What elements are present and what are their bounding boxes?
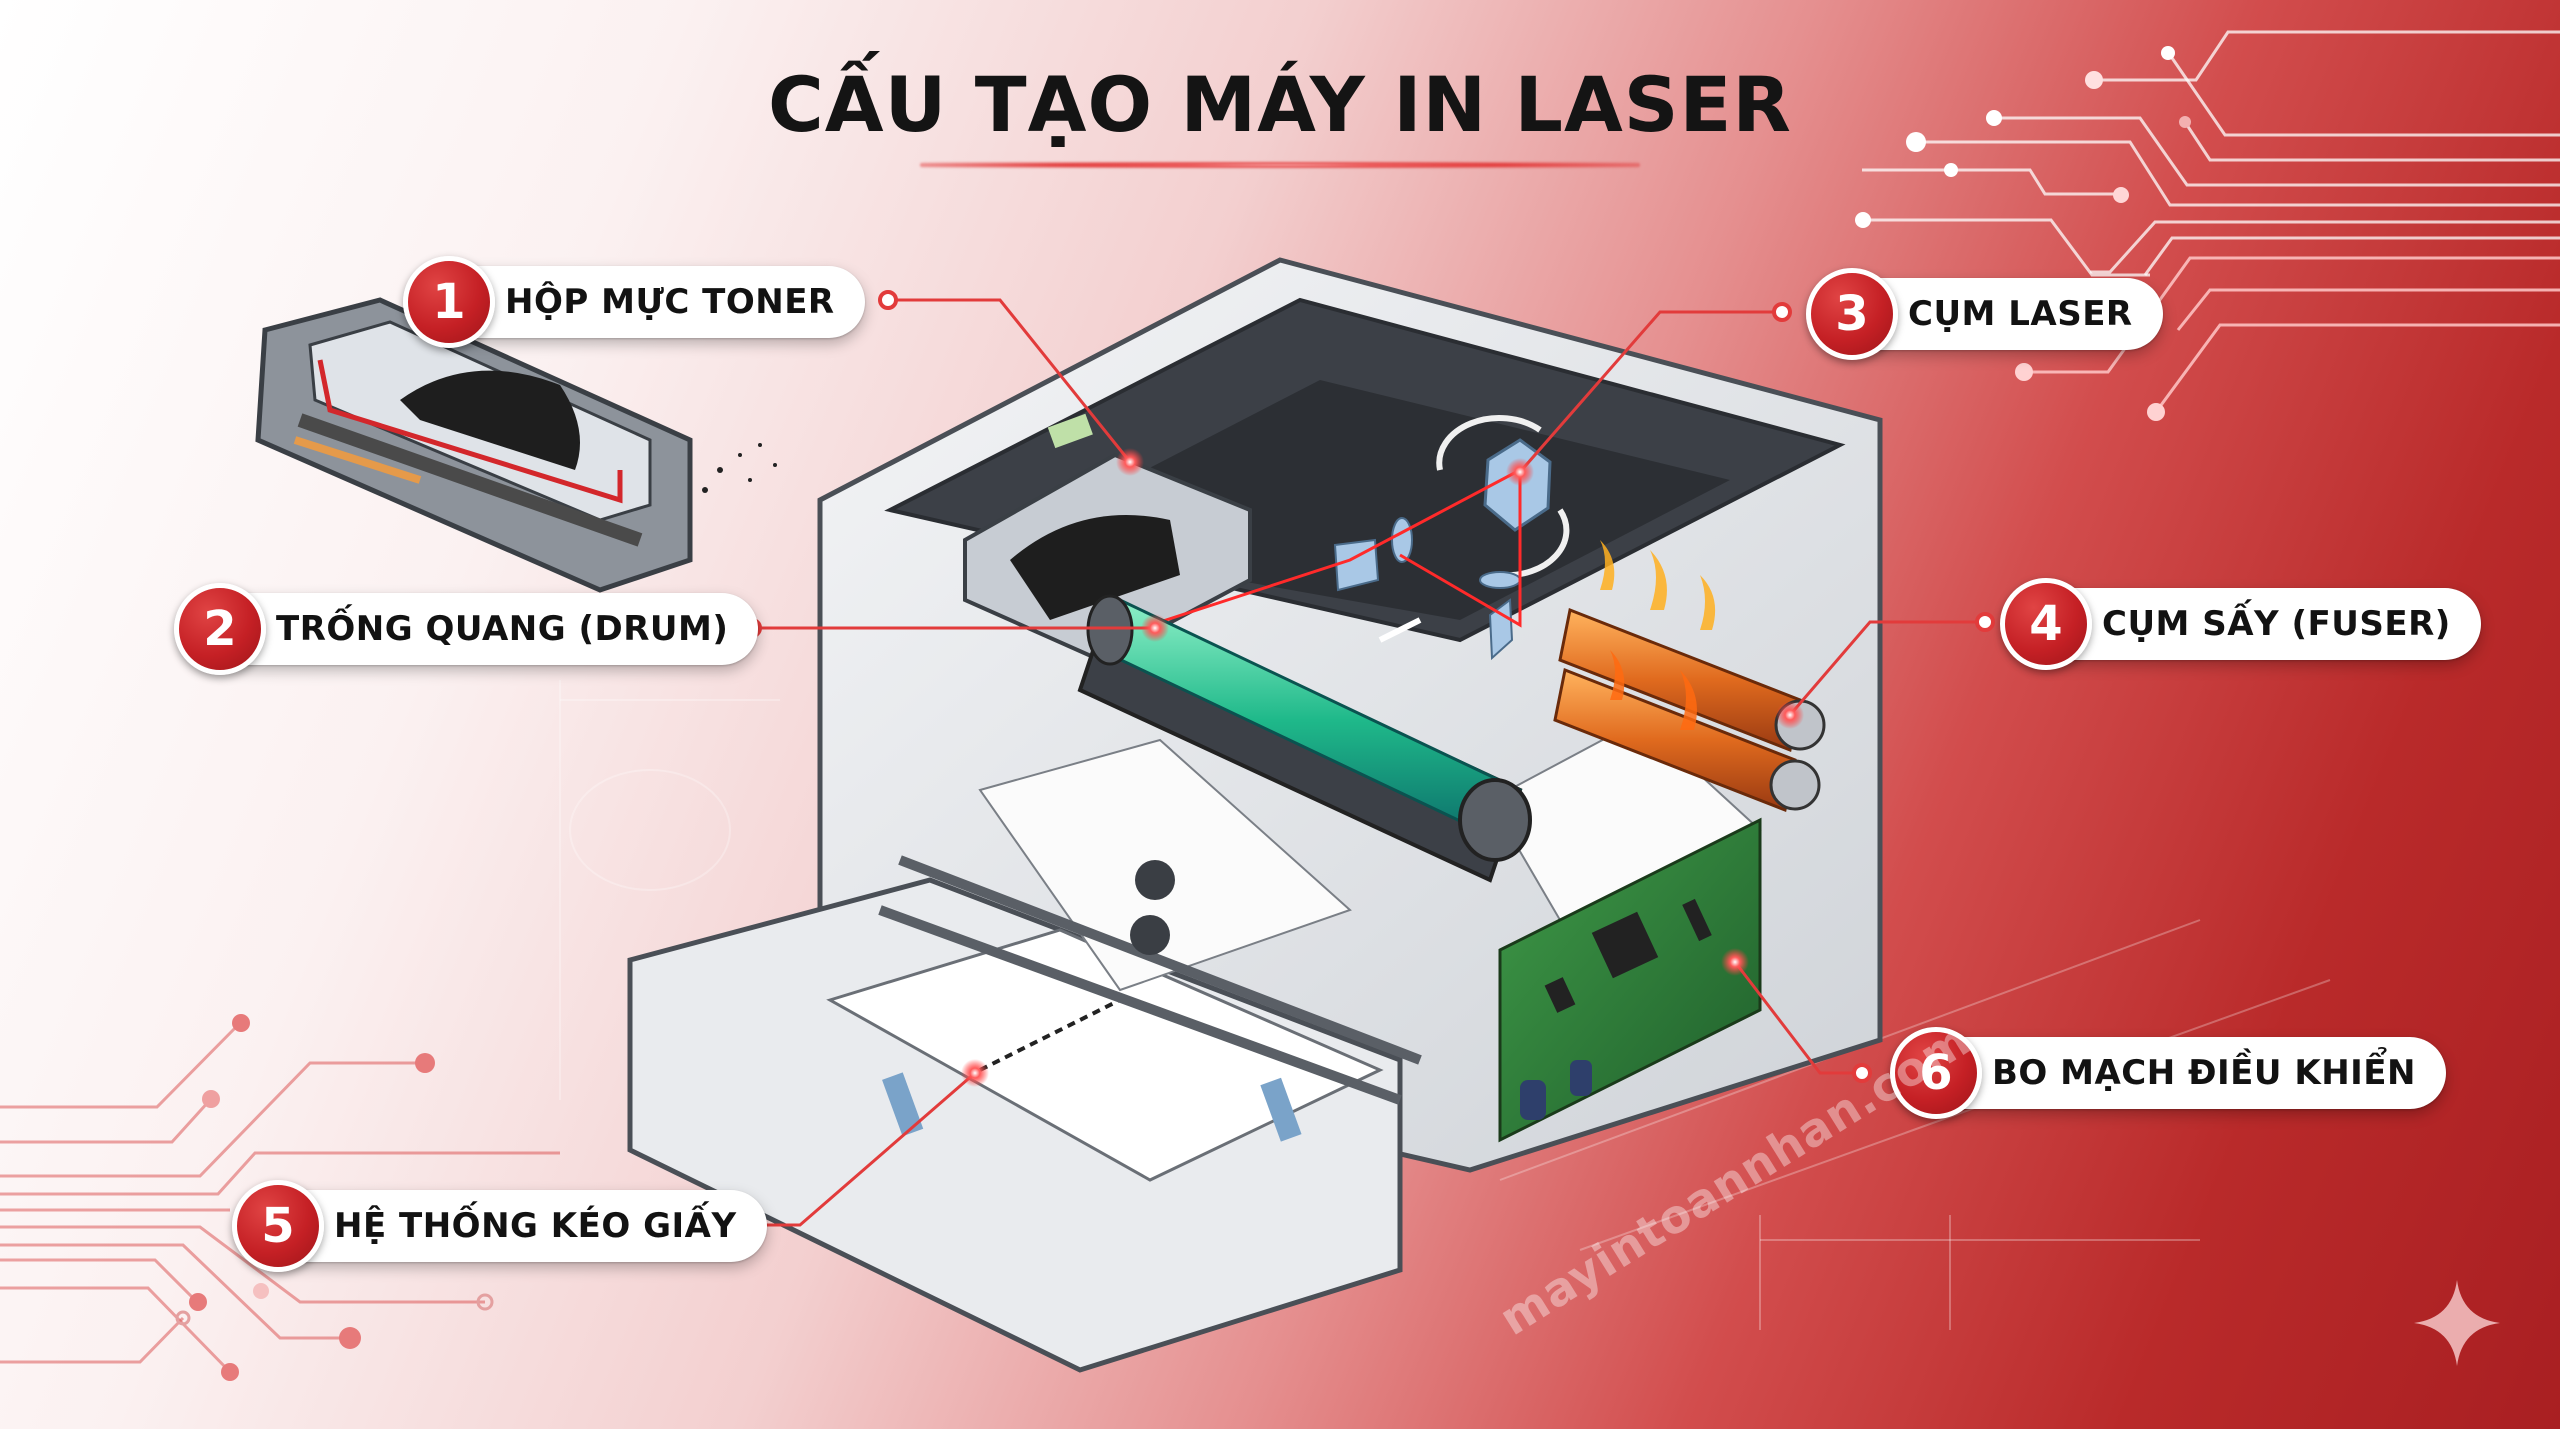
number-badge-5: 5 [232, 1180, 324, 1272]
callout-control-board: 6 BO MẠCH ĐIỀU KHIỂN [1890, 1027, 2446, 1119]
control-board-illustration [1498, 817, 1762, 1143]
sparkle-icon [2414, 1280, 2500, 1366]
number-badge-2: 2 [174, 583, 266, 675]
callout-label: CỤM SẤY (FUSER) [2102, 604, 2451, 644]
number-badge-1: 1 [403, 256, 495, 348]
callout-label: TRỐNG QUANG (DRUM) [276, 609, 729, 649]
drum-unit-illustration [1077, 594, 1532, 883]
number-badge-4: 4 [2000, 578, 2092, 670]
callout-drum: 2 TRỐNG QUANG (DRUM) [174, 583, 759, 675]
number-badge-3: 3 [1806, 268, 1898, 360]
callout-laser-unit: 3 CỤM LASER [1806, 268, 2163, 360]
callout-label: CỤM LASER [1908, 294, 2133, 334]
callout-toner-cartridge: 1 HỘP MỰC TONER [403, 256, 865, 348]
callout-label: HỆ THỐNG KÉO GIẤY [334, 1206, 737, 1246]
toner-cartridge-illustration [255, 297, 777, 593]
callout-paper-feed: 5 HỆ THỐNG KÉO GIẤY [232, 1180, 767, 1272]
installed-toner [963, 452, 1252, 663]
callout-fuser: 4 CỤM SẤY (FUSER) [2000, 578, 2481, 670]
callout-label: HỘP MỰC TONER [505, 282, 835, 322]
fuser-illustration [1553, 540, 1826, 813]
page-title: CẤU TẠO MÁY IN LASER [768, 60, 1792, 149]
title-underline [920, 162, 1640, 168]
number-badge-6: 6 [1890, 1027, 1982, 1119]
callout-label: BO MẠCH ĐIỀU KHIỂN [1992, 1053, 2416, 1093]
